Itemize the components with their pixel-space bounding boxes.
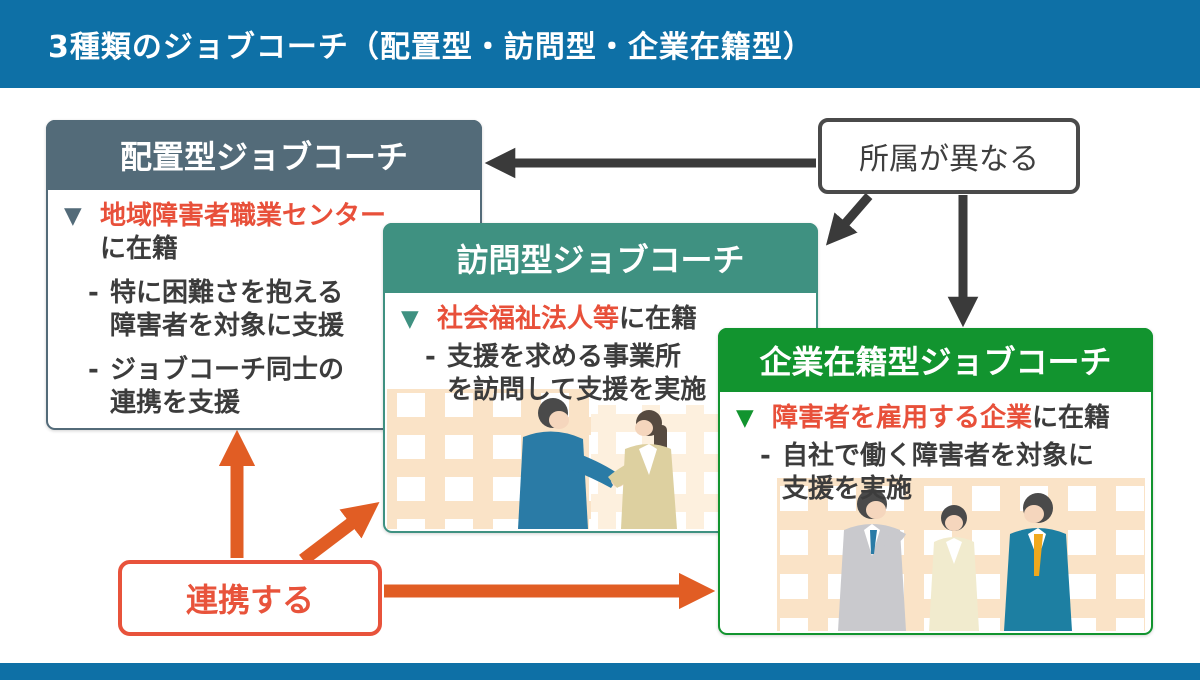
card-company-based-jobcoach: 企業在籍型ジョブコーチ xyxy=(718,328,1153,635)
callout-different-affiliation: 所属が異なる xyxy=(818,118,1080,194)
bullet-dash: - xyxy=(425,342,436,372)
card-placement-header: 配置型ジョブコーチ xyxy=(46,120,482,190)
bottom-accent-bar xyxy=(0,663,1200,680)
bullet-item: - 特に困難さを抱える 障害者を対象に支援 xyxy=(64,277,468,343)
page-title: 3種類のジョブコーチ（配置型・訪問型・企業在籍型） xyxy=(48,30,814,65)
bullet-text: 自社で働く障害者を対象に xyxy=(782,441,1095,471)
bullet-text: を訪問して支援を実施 xyxy=(447,375,707,405)
triangle-marker-icon: ▼ xyxy=(401,306,419,332)
affiliation-line: ▼ 障害者を雇用する企業に在籍 xyxy=(736,402,1139,435)
card-visiting-title: 訪問型ジョブコーチ xyxy=(456,241,745,279)
affiliation-line: ▼ 社会福祉法人等に在籍 xyxy=(401,303,804,336)
bullet-dash: - xyxy=(88,355,99,385)
person-beige-jacket xyxy=(608,410,677,529)
person-teal-suit xyxy=(1004,493,1072,631)
triangle-marker-icon: ▼ xyxy=(736,405,754,431)
bullet-text: 特に困難さを抱える xyxy=(110,278,344,308)
person-gray-suit xyxy=(838,489,906,631)
bullet-item: - 支援を求める事業所 を訪問して支援を実施 xyxy=(401,341,804,407)
bullet-text: ジョブコーチ同士の xyxy=(110,355,345,385)
callout-cooperate-label: 連携する xyxy=(185,581,314,619)
bullet-dash: - xyxy=(88,278,99,308)
card-placement-body: ▼ 地域障害者職業センター に在籍 - 特に困難さを抱える 障害者を対象に支援 … xyxy=(48,192,480,428)
affiliation-highlight: 障害者を雇用する企業 xyxy=(772,403,1033,433)
card-company-based-title: 企業在籍型ジョブコーチ xyxy=(759,343,1112,381)
workplace-meeting-illustration xyxy=(777,478,1145,631)
affiliation-rest: に在籍 xyxy=(619,304,698,334)
affiliation-highlight: 社会福祉法人等 xyxy=(437,304,620,334)
callout-cooperate: 連携する xyxy=(118,560,382,636)
person-cream-jacket xyxy=(929,505,979,631)
bullet-item: - 自社で働く障害者を対象に 支援を実施 xyxy=(736,440,1139,506)
bullet-text: 支援を実施 xyxy=(782,474,913,504)
triangle-marker-icon: ▼ xyxy=(64,203,82,229)
bullet-item: - ジョブコーチ同士の 連携を支援 xyxy=(64,354,468,420)
affiliation-line: ▼ 地域障害者職業センター に在籍 xyxy=(64,200,468,266)
arrow-different-to-visiting xyxy=(825,193,873,246)
card-visiting-body: ▼ 社会福祉法人等に在籍 - 支援を求める事業所 を訪問して支援を実施 xyxy=(385,295,816,531)
card-company-based-header: 企業在籍型ジョブコーチ xyxy=(718,328,1153,392)
affiliation-rest: に在籍 xyxy=(100,234,179,264)
title-bar: 3種類のジョブコーチ（配置型・訪問型・企業在籍型） xyxy=(0,0,1200,88)
bullet-text: 障害者を対象に支援 xyxy=(110,311,345,341)
card-placement-title: 配置型ジョブコーチ xyxy=(119,138,408,176)
handshake-illustration xyxy=(387,389,723,529)
card-company-based-body: ▼ 障害者を雇用する企業に在籍 - 自社で働く障害者を対象に 支援を実施 xyxy=(720,394,1151,633)
affiliation-highlight: 地域障害者職業センター xyxy=(100,201,387,231)
bullet-text: 連携を支援 xyxy=(110,388,241,418)
bullet-text: 支援を求める事業所 xyxy=(447,342,682,372)
bullet-dash: - xyxy=(760,441,771,471)
affiliation-rest: に在籍 xyxy=(1032,403,1111,433)
arrow-cooperate-to-visiting xyxy=(299,502,380,566)
person-blue-suit xyxy=(518,398,625,529)
card-visiting-header: 訪問型ジョブコーチ xyxy=(383,223,818,293)
callout-different-affiliation-label: 所属が異なる xyxy=(859,142,1039,177)
